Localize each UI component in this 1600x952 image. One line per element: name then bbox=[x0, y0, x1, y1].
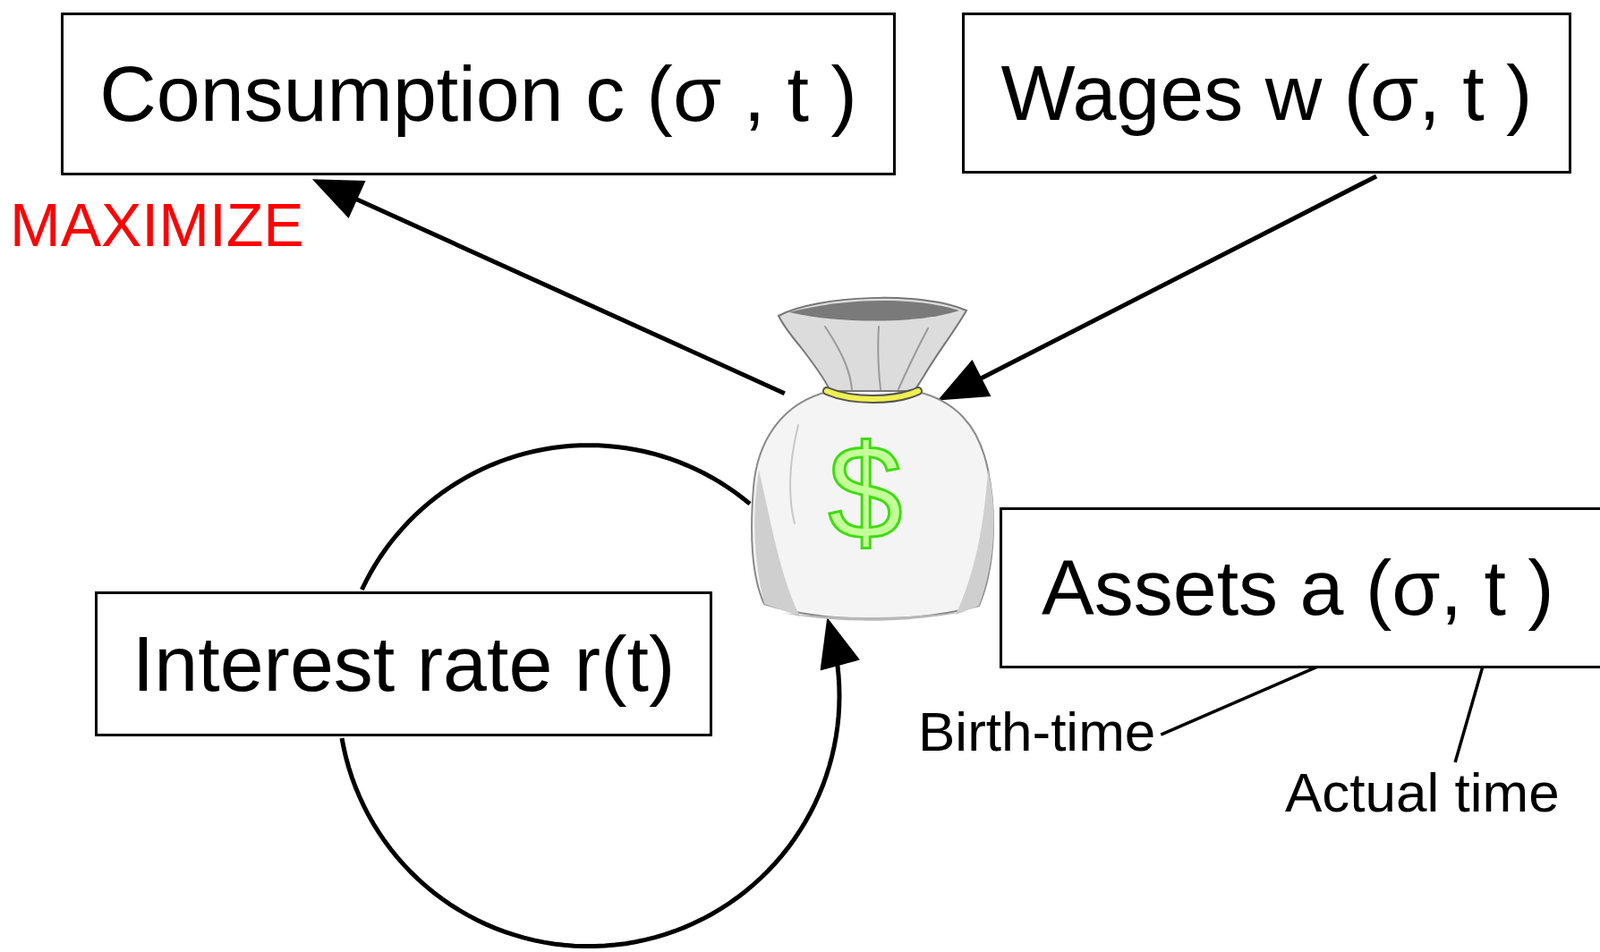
annotation-label: Actual time bbox=[1285, 760, 1560, 825]
box-text: Interest rate r(t) bbox=[132, 618, 675, 709]
bag-shape bbox=[754, 469, 800, 617]
bag-shape bbox=[778, 297, 967, 392]
bag-shape bbox=[789, 300, 960, 322]
bag-shape bbox=[825, 326, 928, 390]
flow-arrow bbox=[319, 182, 785, 394]
quantity-box: Consumption c (σ , t ) bbox=[60, 12, 896, 176]
bag-shape bbox=[790, 425, 799, 524]
money-bag: $ bbox=[744, 290, 996, 622]
flow-arrow bbox=[944, 176, 1377, 397]
quantity-box: Wages w (σ, t ) bbox=[961, 12, 1572, 174]
quantity-box: Interest rate r(t) bbox=[94, 591, 713, 737]
currency-symbol: $ bbox=[744, 425, 987, 560]
quantity-box: Assets a (σ, t ) bbox=[999, 507, 1600, 669]
bag-shape bbox=[826, 391, 919, 400]
bag-shape bbox=[955, 469, 995, 615]
box-text: Wages w (σ, t ) bbox=[1001, 47, 1533, 138]
loop-arc bbox=[361, 445, 750, 590]
bag-shape bbox=[780, 611, 969, 622]
box-text: Consumption c (σ , t ) bbox=[99, 48, 858, 139]
bag-shape bbox=[826, 391, 919, 400]
objective-label: MAXIMIZE bbox=[9, 189, 305, 260]
annotation-label: Birth-time bbox=[918, 699, 1156, 764]
box-text: Assets a (σ, t ) bbox=[1041, 542, 1555, 633]
